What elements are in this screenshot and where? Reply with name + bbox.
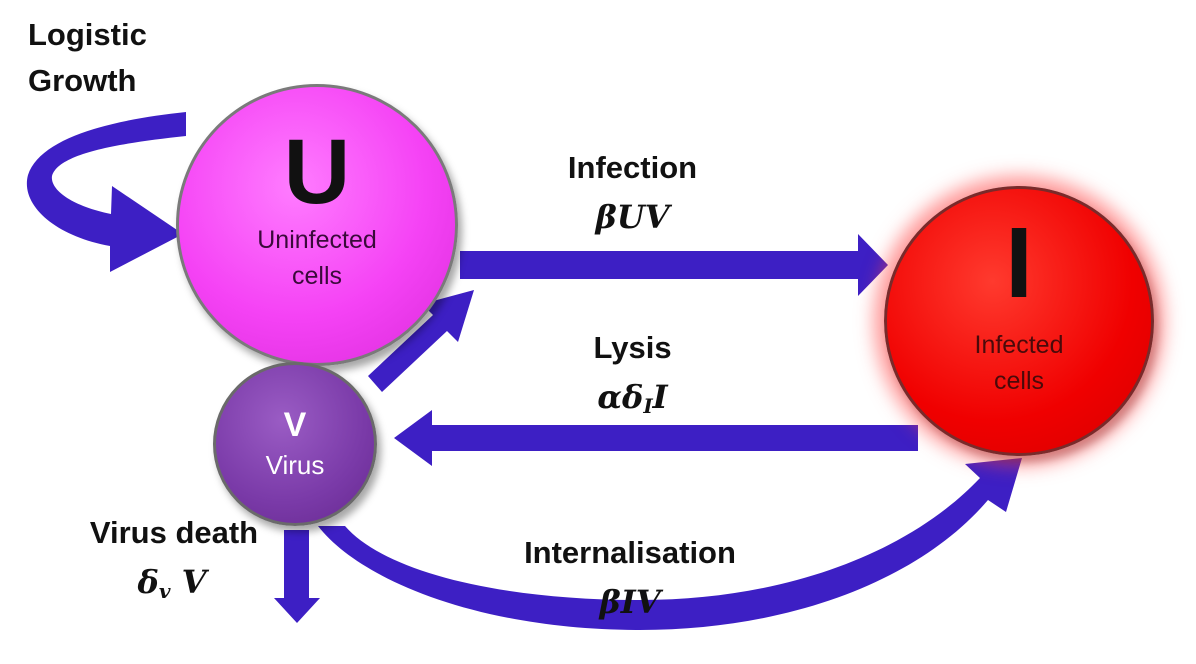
lysis-rate-subscript: I	[643, 394, 653, 418]
logistic-growth-line1: Logistic	[28, 17, 147, 52]
virus-label: Virus	[265, 449, 325, 480]
infected-symbol: I	[1005, 206, 1033, 319]
virus-death-rate: δv V	[112, 563, 232, 603]
lysis-rate-suffix: I	[652, 378, 668, 416]
logistic-growth-label: Logistic Growth	[28, 12, 147, 104]
infection-label: Infection	[567, 150, 698, 185]
infected-cells-node: I Infected cells	[884, 186, 1154, 456]
virus-death-rate-suffix: V	[170, 563, 207, 601]
uninfected-symbol: U	[283, 120, 351, 223]
lysis-rate-prefix: αδ	[597, 378, 644, 416]
uninfected-label: Uninfected cells	[257, 222, 377, 295]
virus-to-infection-arrow	[368, 290, 474, 392]
lysis-label: Lysis	[593, 330, 672, 365]
uninfected-label-line1: Uninfected	[257, 225, 377, 254]
internalisation-label: Internalisation	[524, 535, 736, 570]
virus-node: V Virus	[213, 362, 377, 526]
virus-symbol: V	[283, 405, 307, 444]
infected-label-line2: cells	[993, 367, 1044, 395]
infection-arrow	[460, 234, 888, 296]
lysis-rate: αδII	[560, 378, 705, 418]
lysis-arrow	[394, 410, 918, 466]
uninfected-label-line2: cells	[291, 262, 342, 290]
virus-death-rate-subscript: v	[158, 579, 171, 603]
logistic-growth-line2: Growth	[28, 62, 137, 98]
internalisation-arrow	[318, 458, 1022, 630]
uninfected-cells-node: U Uninfected cells	[176, 84, 458, 366]
infection-rate: βUV	[595, 198, 670, 236]
logistic-growth-arrow	[26, 112, 187, 272]
infected-label-line1: Infected	[974, 330, 1064, 359]
infected-label: Infected cells	[975, 327, 1064, 400]
virus-death-label: Virus death	[89, 515, 259, 550]
internalisation-rate: βIV	[599, 583, 661, 621]
virus-death-arrow	[274, 530, 320, 623]
virus-death-rate-prefix: δ	[137, 563, 159, 601]
